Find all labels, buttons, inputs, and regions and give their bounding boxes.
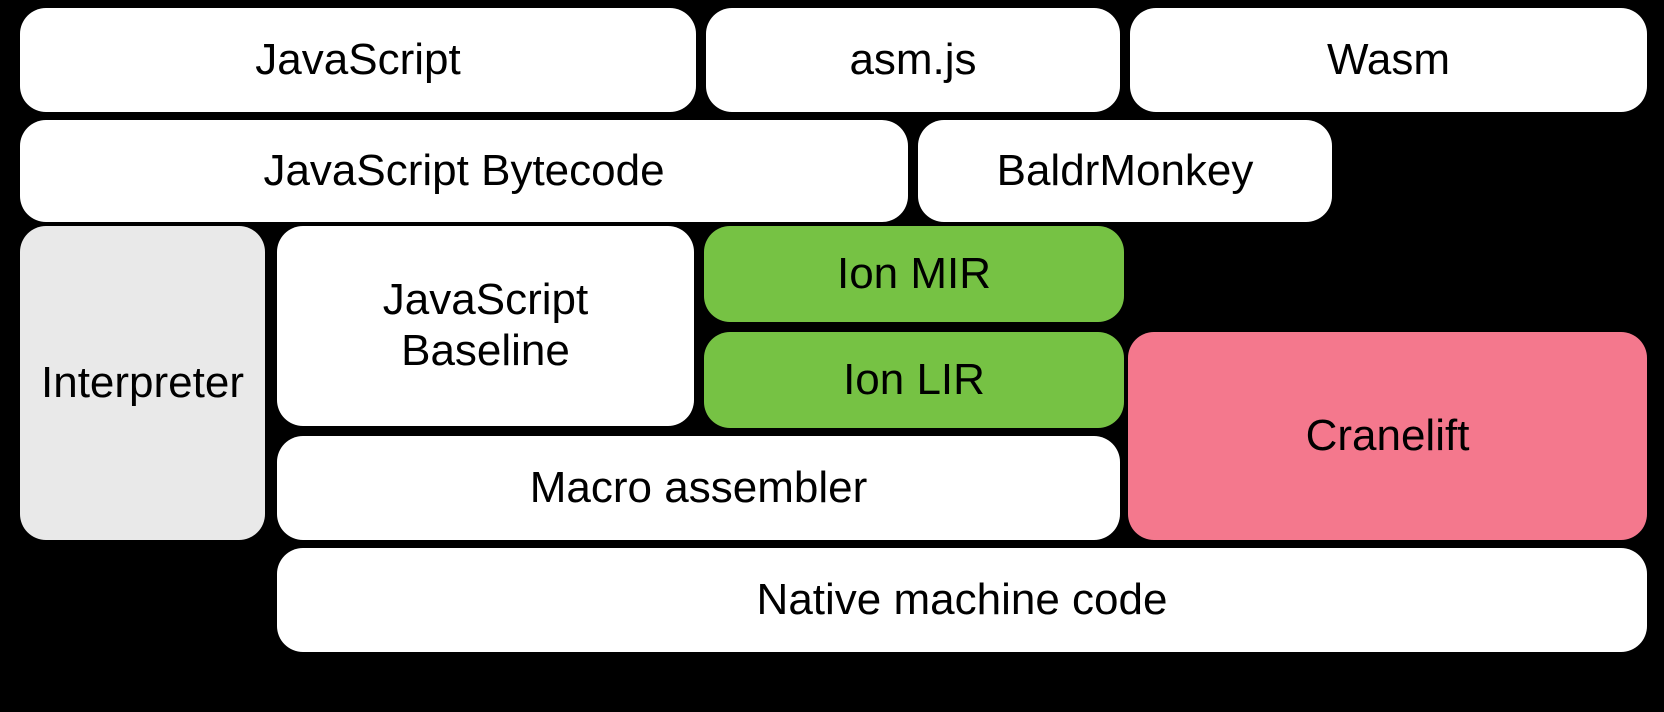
node-javascript-baseline[interactable]: JavaScript Baseline <box>277 226 694 426</box>
node-cranelift[interactable]: Cranelift <box>1128 332 1647 540</box>
node-javascript-bytecode[interactable]: JavaScript Bytecode <box>20 120 908 222</box>
node-javascript[interactable]: JavaScript <box>20 8 696 112</box>
node-interpreter[interactable]: Interpreter <box>20 226 265 540</box>
node-ion-lir[interactable]: Ion LIR <box>704 332 1124 428</box>
node-macro-assembler[interactable]: Macro assembler <box>277 436 1120 540</box>
node-wasm[interactable]: Wasm <box>1130 8 1647 112</box>
node-asmjs[interactable]: asm.js <box>706 8 1120 112</box>
node-ion-mir[interactable]: Ion MIR <box>704 226 1124 322</box>
node-native-machine-code[interactable]: Native machine code <box>277 548 1647 652</box>
node-baldrmonkey[interactable]: BaldrMonkey <box>918 120 1332 222</box>
